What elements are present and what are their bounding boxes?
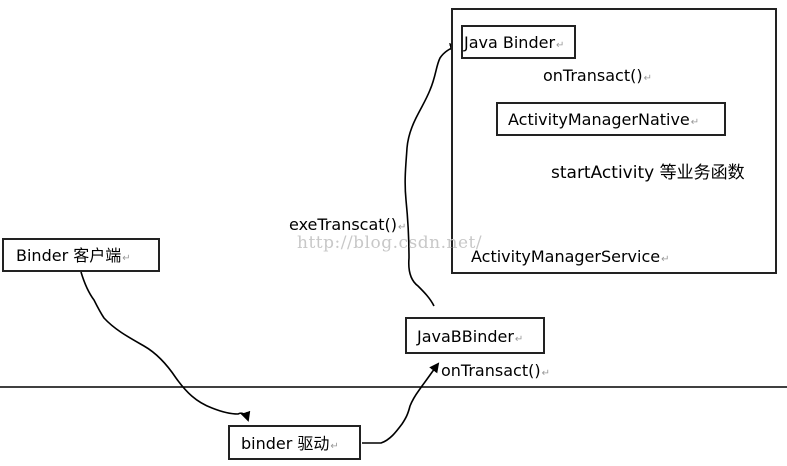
edge-label-bbinder-ontransact: onTransact()↵: [441, 361, 550, 384]
paragraph-mark: ↵: [661, 254, 670, 265]
node-activity-manager-service-label: ActivityManagerService: [471, 247, 661, 266]
connector-driver-to-javabbinder: [362, 362, 440, 444]
paragraph-mark: ↵: [122, 253, 131, 264]
edge-label-start-activity: startActivity 等业务函数: [551, 163, 745, 183]
watermark: http://blog.csdn.net/: [297, 233, 483, 253]
node-binder-client: Binder 客户端↵: [2, 238, 160, 272]
node-java-bbinder: JavaBBinder↵: [405, 317, 545, 354]
node-activity-manager-native: ActivityManagerNative↵: [496, 102, 726, 136]
node-binder-driver: binder 驱动↵: [228, 425, 361, 460]
edge-label-text: onTransact(): [441, 361, 541, 380]
node-java-binder: Java Binder↵: [461, 25, 576, 59]
edge-label-text: startActivity 等业务函数: [551, 163, 745, 183]
node-binder-client-label: Binder 客户端: [16, 246, 122, 265]
paragraph-mark: ↵: [556, 40, 565, 51]
node-activity-manager-native-label: ActivityManagerNative: [508, 110, 690, 129]
edge-label-exe-transact: exeTranscat()↵: [289, 215, 406, 238]
node-activity-manager-service: ActivityManagerService↵: [471, 247, 670, 270]
node-java-binder-label: Java Binder: [464, 33, 556, 52]
connector-client-to-driver: [80, 271, 251, 422]
paragraph-mark: ↵: [398, 222, 407, 233]
node-binder-driver-label: binder 驱动: [241, 434, 330, 453]
edge-label-text: exeTranscat(): [289, 215, 398, 234]
edge-label-text: onTransact(): [543, 66, 643, 85]
paragraph-mark: ↵: [330, 441, 339, 452]
node-java-bbinder-label: JavaBBinder: [417, 327, 514, 346]
paragraph-mark: ↵: [690, 117, 700, 128]
paragraph-mark: ↵: [514, 334, 524, 345]
edge-label-java-binder-ontransact: onTransact()↵: [543, 66, 652, 89]
paragraph-mark: ↵: [541, 368, 550, 379]
paragraph-mark: ↵: [643, 73, 652, 84]
connector-javabbinder-to-javabinder: [404, 43, 460, 307]
